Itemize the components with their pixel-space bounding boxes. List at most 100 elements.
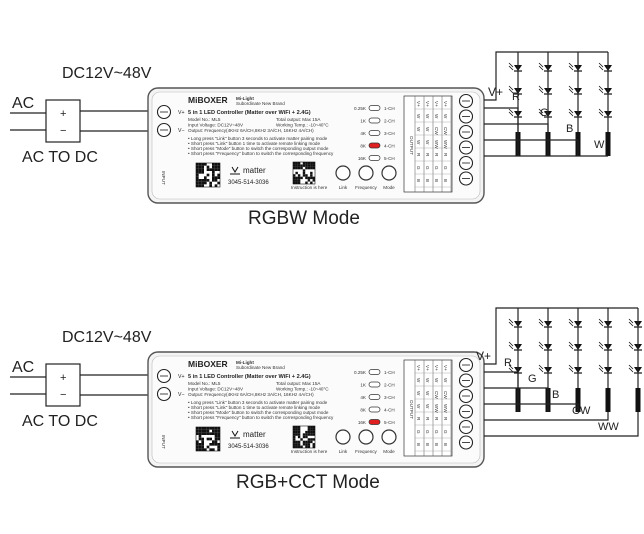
qr-cell [295, 426, 298, 429]
qr-cell [312, 426, 315, 429]
table-cell: B [425, 179, 430, 182]
led-ray [628, 344, 634, 350]
qr-cell [204, 179, 207, 182]
qr-cell [214, 176, 218, 179]
ch-label: 1-CH [384, 370, 395, 375]
table-cell: G [443, 166, 448, 170]
qr-cell [198, 165, 202, 169]
table-cell: B [416, 443, 421, 446]
led-ray [598, 62, 604, 68]
channel-wire [484, 107, 519, 156]
qr-cell [295, 440, 298, 444]
converter-label: AC TO DC [22, 413, 98, 430]
qr-cell [198, 443, 202, 446]
led-icon [598, 341, 612, 351]
table-cell: W [425, 127, 430, 132]
qr-cell [310, 162, 313, 165]
qr-cell [198, 184, 202, 187]
qr-code-left [195, 162, 221, 188]
freq-label: 16K [358, 156, 367, 161]
qr-cell [204, 448, 207, 451]
led-ray [538, 318, 544, 324]
table-cell: B [434, 179, 439, 182]
qr-cell [310, 176, 313, 180]
qr-cell [217, 437, 220, 441]
qr-cell [293, 428, 296, 431]
qr-cell [295, 176, 298, 180]
qr-cell [209, 443, 212, 446]
table-cell: R [443, 417, 448, 421]
qr-cell [198, 427, 202, 430]
qr-cell [198, 445, 202, 449]
channel-wire [484, 139, 579, 156]
qr-cell [310, 438, 313, 441]
ch-label: 3-CH [384, 395, 395, 400]
qr-cell [300, 164, 303, 167]
indicator-led [368, 394, 381, 400]
qr-cell [293, 162, 296, 165]
device-working-temp: Working Temp.: -10~40°C [276, 123, 329, 128]
qr-code-left [195, 426, 221, 452]
qr-cell [212, 163, 215, 166]
led-ray [538, 88, 544, 94]
led-icon [568, 62, 582, 72]
qr-cell [196, 179, 199, 182]
qr-cell [201, 437, 204, 441]
button-label: Mode [383, 185, 395, 190]
output-table [403, 95, 453, 193]
qr-cell [307, 433, 311, 436]
strip-resistor [635, 388, 641, 412]
instruction-note: Instruction is here [291, 185, 328, 190]
qr-cell [196, 440, 199, 443]
table-cell: G [443, 430, 448, 434]
qr-cell [293, 176, 296, 180]
qr-cell [214, 427, 218, 430]
qr-cell [300, 176, 303, 180]
led-icon [598, 62, 612, 72]
qr-cell [201, 171, 204, 174]
controller-face [151, 91, 481, 200]
brand-logo: MiBOXER [188, 359, 228, 369]
qr-cell [198, 432, 202, 435]
led-ray [538, 344, 544, 350]
led-ray [568, 62, 574, 68]
qr-cell [196, 171, 199, 174]
qr-cell [293, 426, 296, 429]
qr-cell [198, 435, 202, 438]
table-cell: W [416, 140, 421, 145]
qr-cell [201, 165, 204, 169]
qr-cell [297, 176, 301, 180]
vplus-label: V+ [476, 349, 491, 363]
device-input-voltage: Input Voltage: DC12V~48V [188, 123, 244, 128]
button-link [335, 429, 351, 445]
qr-cell [214, 443, 218, 446]
table-cell: CW [443, 127, 448, 135]
qr-cell [300, 166, 303, 170]
qr-cell [209, 448, 212, 451]
qr-cell [305, 181, 308, 184]
button-label: Link [339, 185, 348, 190]
qr-cell [201, 163, 204, 166]
table-cell: W [443, 114, 448, 119]
qr-cell [201, 427, 204, 430]
qr-cell [312, 443, 315, 446]
led-ray [508, 341, 514, 347]
freq-label: 16K [358, 420, 367, 425]
qr-cell [310, 440, 313, 444]
qr-cell [297, 174, 301, 177]
qr-cell [302, 169, 306, 172]
qr-cell [295, 428, 298, 431]
table-cell: R [416, 153, 421, 157]
qr-cell [310, 174, 313, 177]
qr-cell [206, 427, 210, 430]
led-ray [568, 341, 574, 347]
indicator-led [368, 117, 381, 124]
freq-label: 0.25K [354, 106, 367, 111]
freq-label: 4K [360, 131, 367, 136]
qr-cell [217, 429, 220, 433]
table-cell: W [416, 404, 421, 409]
led-ray [568, 108, 574, 114]
led-icon [538, 318, 552, 328]
freq-label: 0.25K [354, 370, 367, 375]
